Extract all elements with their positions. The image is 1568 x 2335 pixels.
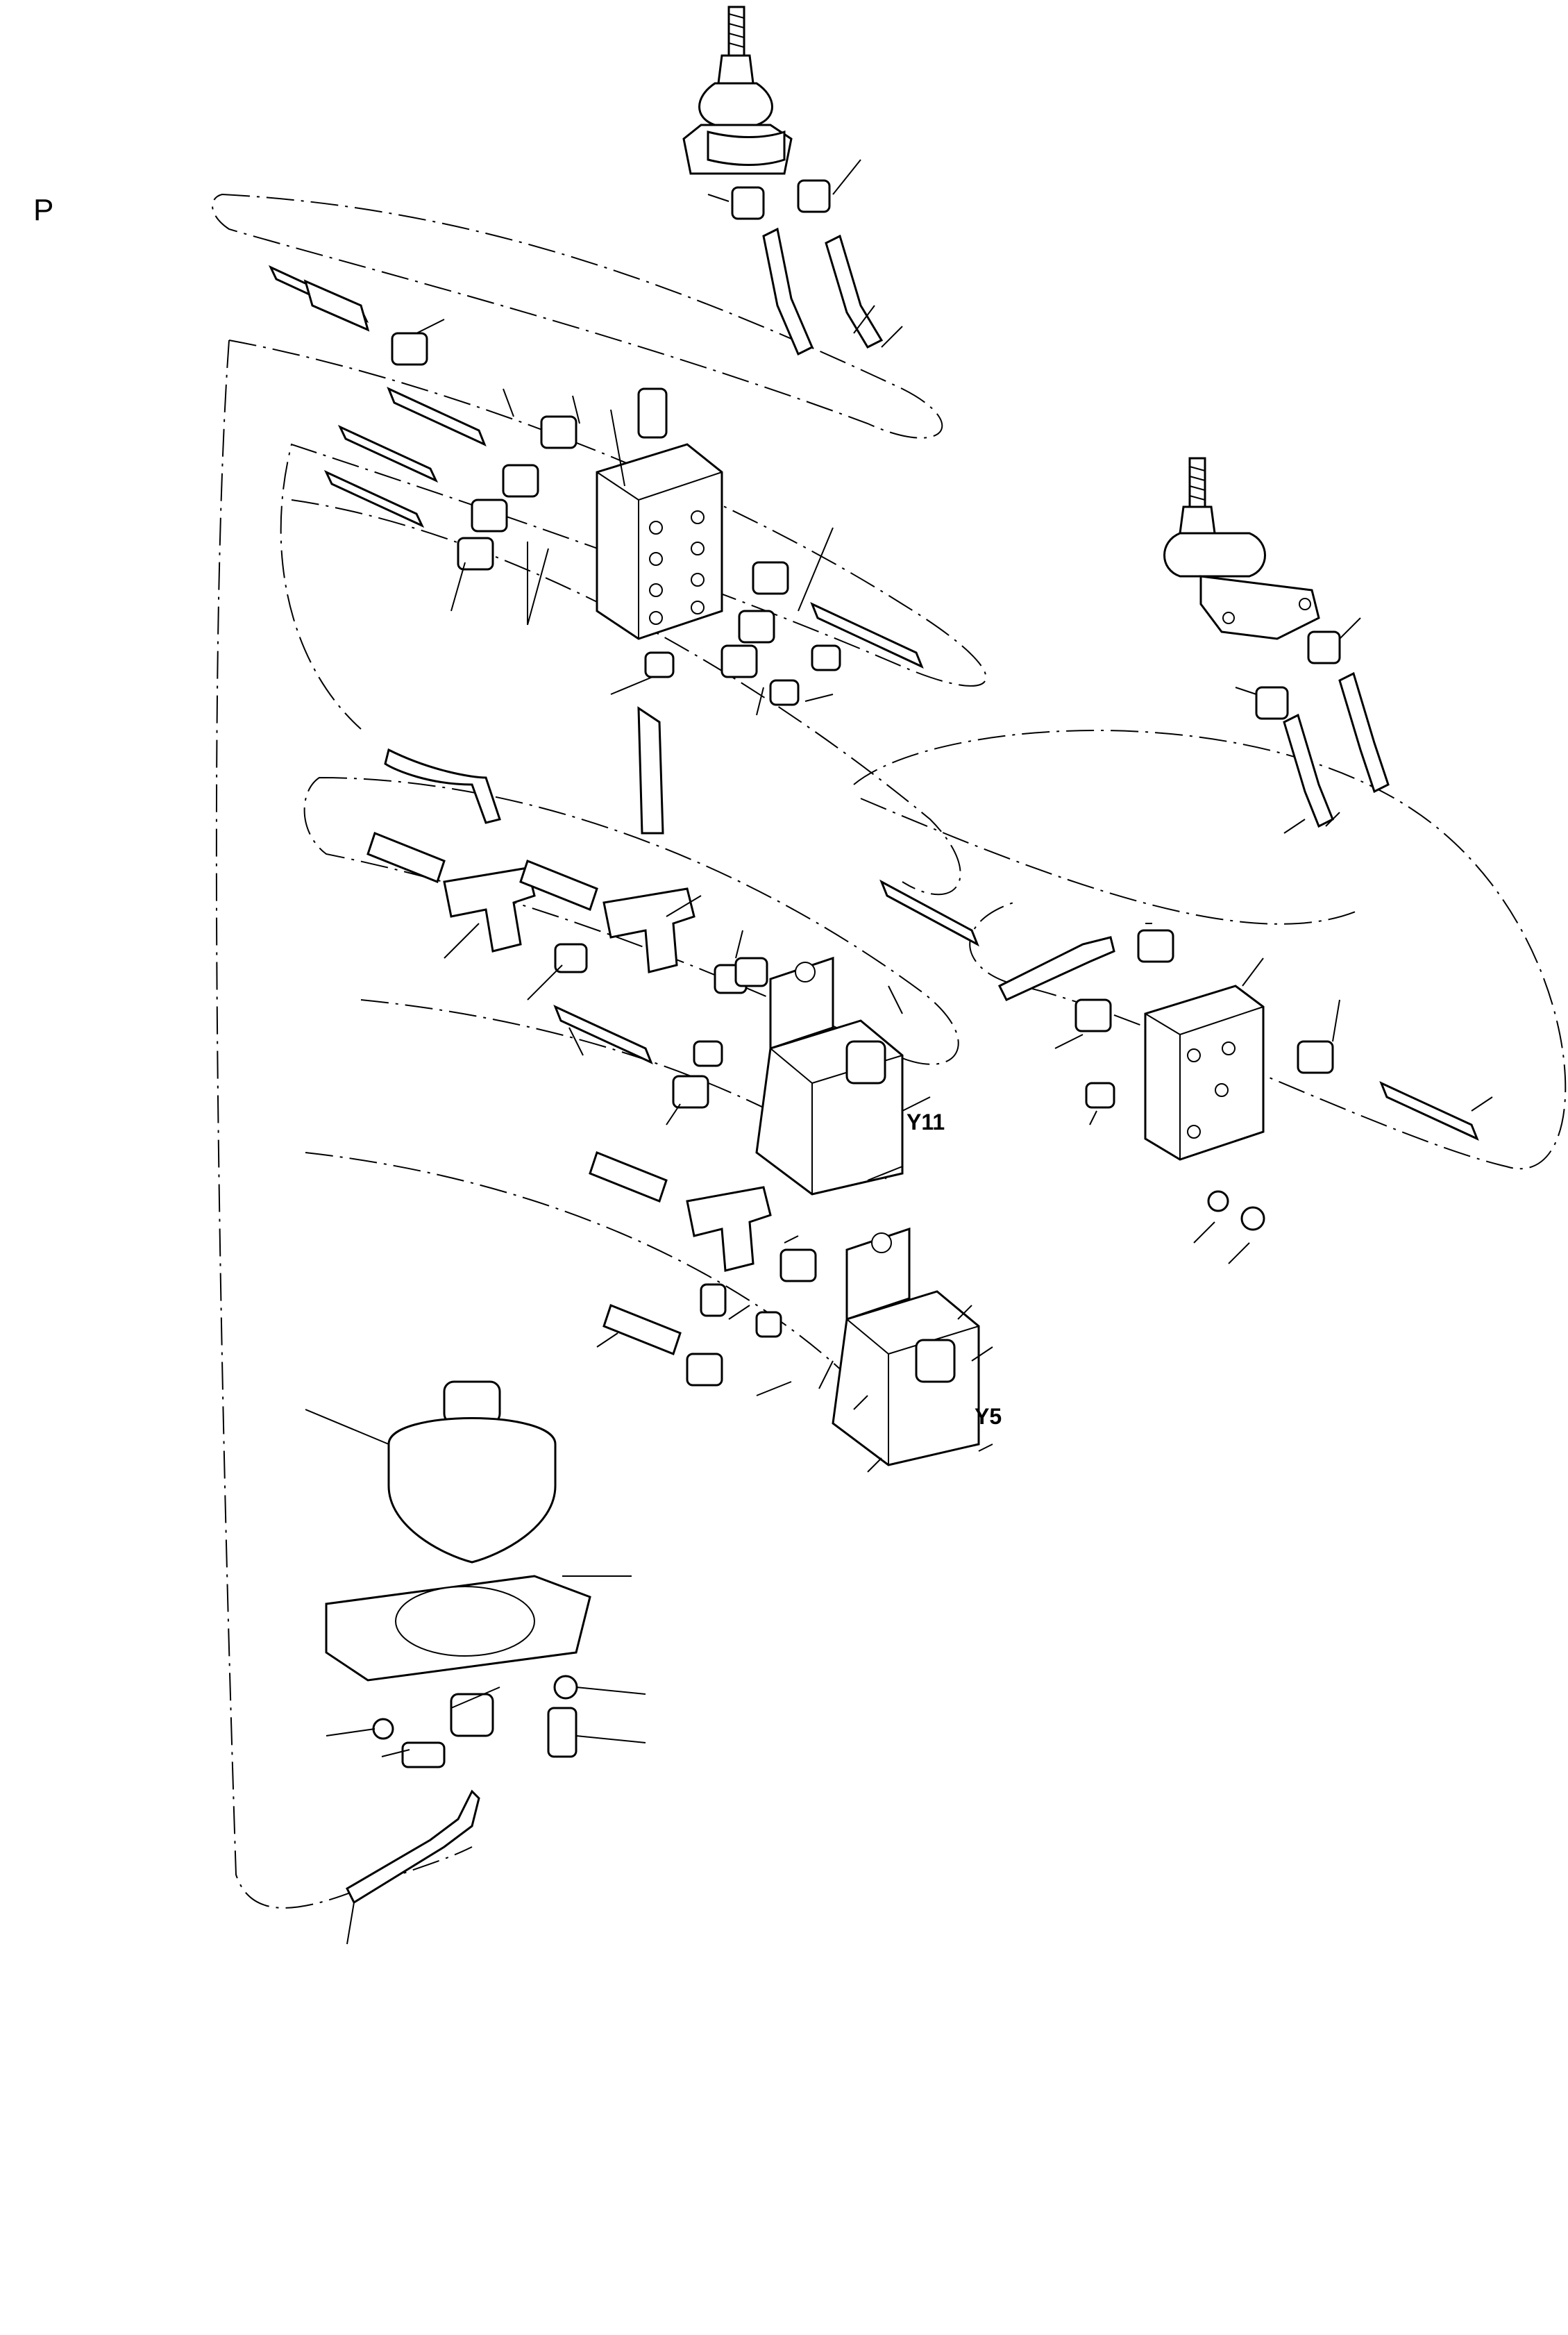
fittings [391,179,1341,1387]
distribution-block-right [1144,985,1265,1161]
joystick-right [1163,457,1320,640]
solenoid-valve-y5 [832,1227,980,1466]
accumulator [325,1380,591,1768]
solenoid-valve-label-y5: Y5 [975,1404,1002,1429]
callout-leader-lines [305,159,1493,1945]
solenoid-valve-label-y11: Y11 [907,1110,945,1135]
tee-fittings [366,832,772,1355]
hose-assemblies [268,227,1479,1905]
solenoid-valve-y11 [755,956,904,1196]
distribution-block-upper [596,387,723,640]
joystick-top [682,6,793,175]
section-letter: P [33,193,54,227]
